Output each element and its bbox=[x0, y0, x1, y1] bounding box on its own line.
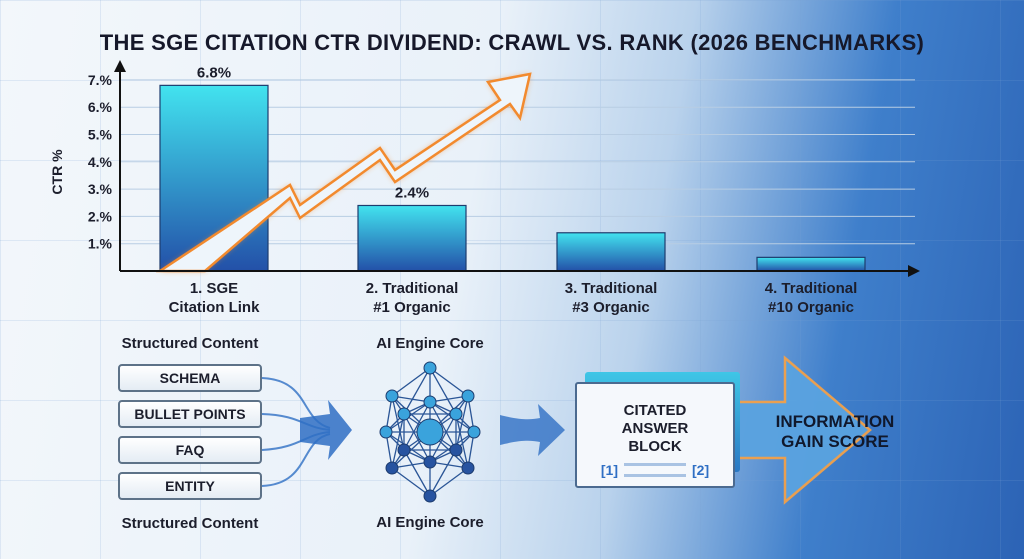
trend-arrow bbox=[155, 72, 532, 273]
y-tick-label: 1.% bbox=[88, 236, 113, 252]
bar bbox=[357, 204, 467, 272]
result-line: INFORMATION bbox=[775, 412, 895, 431]
y-tick-label: 2.% bbox=[88, 208, 113, 224]
y-tick-label: 5.% bbox=[88, 127, 113, 143]
x-tick-label: 3. Traditional bbox=[565, 280, 658, 297]
ai-engine-network-icon bbox=[379, 361, 481, 503]
input-box-faq: FAQ bbox=[118, 436, 262, 464]
bar-data-label: 2.4% bbox=[395, 184, 429, 201]
citation-1: [1] bbox=[600, 462, 618, 478]
inputs-caption: Structured Content bbox=[121, 515, 259, 532]
y-tick-label: 6.% bbox=[88, 99, 113, 115]
bar bbox=[756, 256, 866, 272]
x-tick-label: #1 Organic bbox=[373, 299, 451, 316]
card-line: ANSWER bbox=[621, 420, 689, 437]
x-tick-label: 2. Traditional bbox=[366, 280, 459, 297]
x-tick-label: 4. Traditional bbox=[765, 280, 858, 297]
text-lines-icon bbox=[624, 463, 686, 477]
y-tick-label: 3.% bbox=[88, 181, 113, 197]
y-axis-arrowhead bbox=[114, 60, 126, 72]
y-axis-label: CTR % bbox=[49, 149, 65, 195]
information-gain-arrow bbox=[733, 355, 872, 505]
citated-answer-block: CITATED ANSWER BLOCK [1] [2] bbox=[575, 382, 735, 488]
core-title: AI Engine Core bbox=[376, 335, 484, 352]
x-axis-arrowhead bbox=[908, 265, 920, 277]
inputs-title: Structured Content bbox=[121, 335, 259, 352]
card-line: CITATED bbox=[623, 402, 687, 419]
x-tick-label: Citation Link bbox=[169, 299, 260, 316]
bar bbox=[556, 232, 666, 272]
y-tick-label: 4.% bbox=[88, 154, 113, 170]
input-box-entity: ENTITY bbox=[118, 472, 262, 500]
result-line: GAIN SCORE bbox=[781, 432, 889, 451]
card-line: BLOCK bbox=[628, 438, 682, 455]
bar-data-label: 6.8% bbox=[197, 64, 231, 81]
flow-arrows bbox=[261, 355, 872, 505]
information-gain-score: INFORMATION GAIN SCORE bbox=[755, 412, 915, 452]
chart-title: THE SGE CITATION CTR DIVIDEND: CRAWL VS.… bbox=[99, 30, 925, 55]
input-box-schema: SCHEMA bbox=[118, 364, 262, 392]
y-tick-label: 7.% bbox=[88, 72, 113, 88]
x-tick-label: #3 Organic bbox=[572, 299, 650, 316]
x-tick-label: 1. SGE bbox=[190, 280, 238, 297]
citation-2: [2] bbox=[692, 462, 710, 478]
x-tick-label: #10 Organic bbox=[768, 299, 854, 316]
core-caption: AI Engine Core bbox=[376, 514, 484, 531]
input-box-bullet-points: BULLET POINTS bbox=[118, 400, 262, 428]
